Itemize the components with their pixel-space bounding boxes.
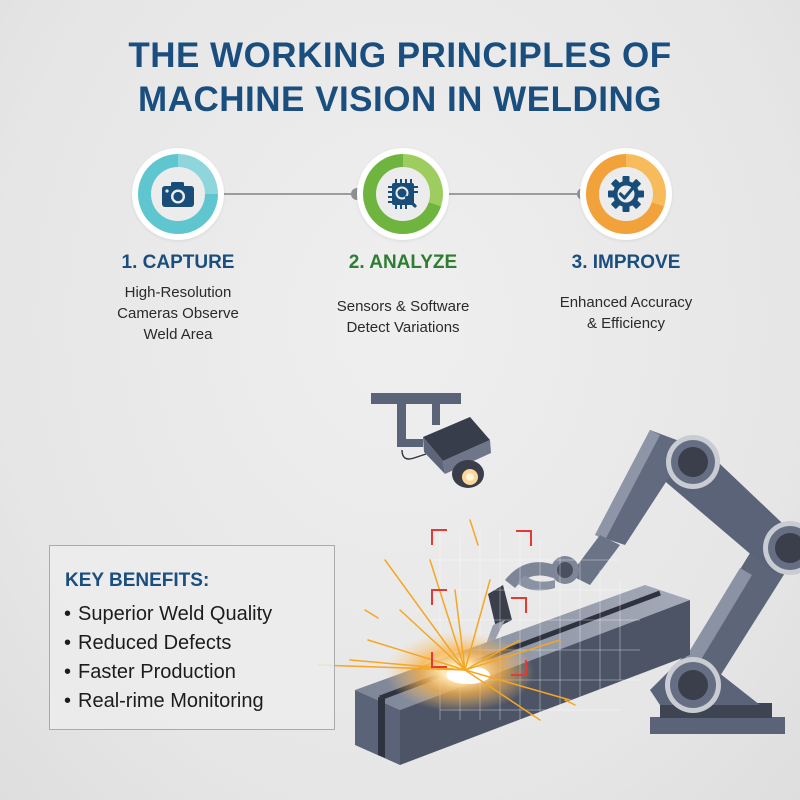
step-capture-description: High-Resolution Cameras Observe Weld Are…	[68, 282, 288, 345]
chip-search-icon	[388, 179, 418, 209]
desc-line: Detect Variations	[346, 319, 460, 336]
benefit-item: • Reduced Defects	[64, 629, 272, 658]
benefit-text: Real-rime Monitoring	[78, 690, 264, 712]
benefit-text: Faster Production	[78, 661, 236, 683]
desc-line: High-Resolution	[124, 284, 232, 301]
step-analyze-description: Sensors & Software Detect Variations	[293, 296, 513, 338]
title-line-1: THE WORKING PRINCIPLES OF	[128, 36, 672, 75]
step-analyze-ring	[357, 148, 449, 240]
target-brackets	[431, 529, 532, 676]
page-title: THE WORKING PRINCIPLES OF MACHINE VISION…	[0, 34, 800, 122]
key-benefits-panel: KEY BENEFITS: • Superior Weld Quality • Re…	[49, 545, 335, 730]
connector-line-1	[224, 193, 360, 195]
bullet-icon: •	[64, 632, 72, 654]
step-capture: 1. CAPTURE High-Resolution Cameras Obser…	[68, 148, 288, 345]
step-improve: 3. IMPROVE Enhanced Accuracy & Efficienc…	[516, 148, 736, 334]
gear-check-icon	[608, 176, 644, 212]
desc-line: Sensors & Software	[336, 298, 470, 315]
bullet-icon: •	[64, 690, 72, 712]
key-benefits-list: •Superior Weld Quality •Reduced Defects …	[64, 600, 272, 716]
benefit-item: • Superior Weld Quality	[64, 600, 272, 629]
bullet-icon: •	[64, 661, 72, 683]
step-improve-label: 3. IMPROVE	[571, 252, 681, 273]
step-capture-label: 1. CAPTURE	[121, 252, 235, 273]
step-capture-ring	[132, 148, 224, 240]
key-benefits-title: KEY BENEFITS:	[65, 570, 210, 591]
desc-line: Enhanced Accuracy	[559, 294, 693, 311]
title-line-2: MACHINE VISION IN WELDING	[138, 80, 662, 119]
desc-line: Weld Area	[143, 326, 213, 343]
step-improve-description: Enhanced Accuracy & Efficiency	[516, 292, 736, 334]
benefit-item: • Real-rime Monitoring	[64, 687, 272, 716]
connector-line-2	[446, 193, 586, 195]
step-improve-ring	[580, 148, 672, 240]
step-analyze: 2. ANALYZE Sensors & Software Detect Var…	[293, 148, 513, 338]
benefit-text: Reduced Defects	[78, 632, 232, 654]
benefit-item: • Faster Production	[64, 658, 272, 687]
sparks	[317, 519, 576, 721]
desc-line: & Efficiency	[586, 315, 666, 332]
overhead-camera-icon	[371, 393, 491, 488]
benefit-text: Superior Weld Quality	[78, 603, 273, 625]
bullet-icon: •	[64, 603, 72, 625]
camera-icon	[162, 182, 194, 207]
step-analyze-label: 2. ANALYZE	[348, 252, 458, 273]
desc-line: Cameras Observe	[117, 305, 239, 322]
